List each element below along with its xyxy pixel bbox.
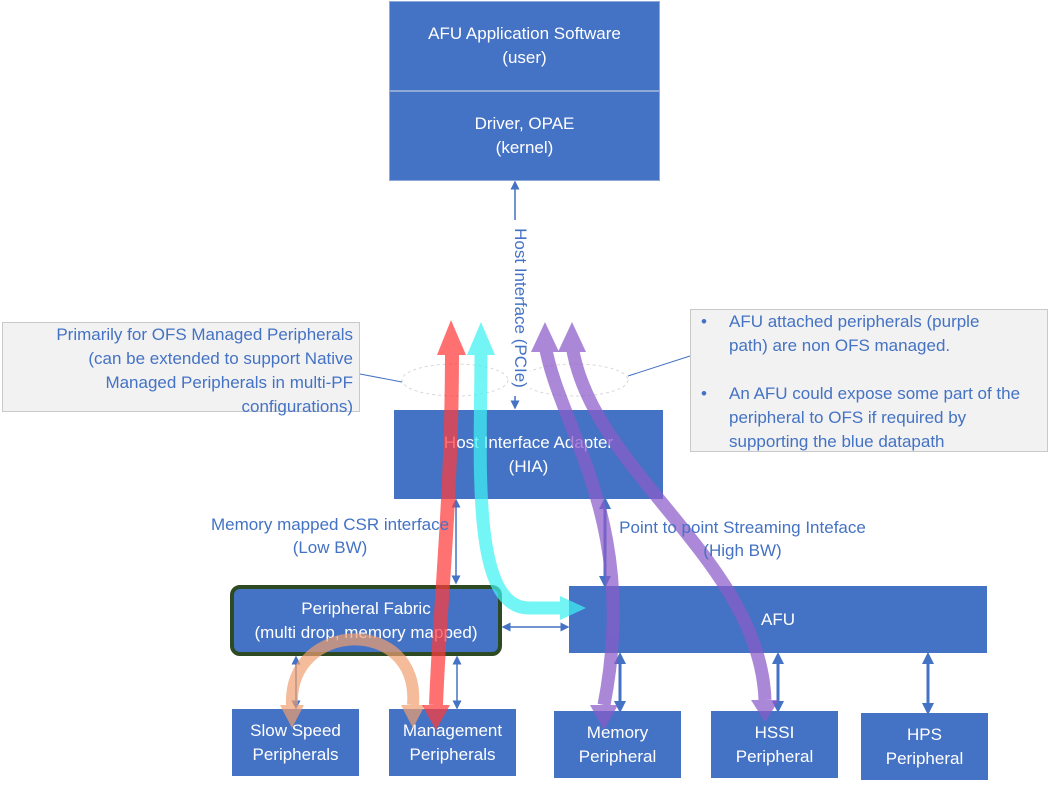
purple-datapath-memory bbox=[531, 322, 620, 730]
item2-line3: supporting the blue datapath bbox=[729, 432, 945, 451]
driver-sub: (kernel) bbox=[495, 138, 554, 157]
bullet-2: • bbox=[701, 384, 707, 403]
slow-speed-title: Slow Speed bbox=[250, 720, 341, 740]
hia-sub: (HIA) bbox=[508, 456, 549, 476]
orange-datapath bbox=[280, 633, 425, 728]
callout-right-item-1: • AFU attached peripherals (purple path)… bbox=[701, 310, 1047, 358]
memory-title: Memory bbox=[586, 722, 649, 742]
streaming-interface-label: Point to point Streaming Inteface (High … bbox=[605, 516, 880, 562]
fabric-title: Peripheral Fabric bbox=[301, 598, 431, 618]
callout-left-line3: Managed Peripherals in multi-PF bbox=[105, 373, 353, 392]
csr-line1: Memory mapped CSR interface bbox=[210, 515, 450, 534]
streaming-line1: Point to point Streaming Inteface bbox=[619, 518, 866, 537]
callout-afu-attached: • AFU attached peripherals (purple path)… bbox=[690, 309, 1048, 452]
item2-line1: An AFU could expose some part of the bbox=[729, 384, 1021, 403]
cyan-datapath bbox=[467, 322, 586, 620]
host-interface-label: Host Interface (PCIe) bbox=[510, 220, 530, 396]
driver-title: Driver, OPAE bbox=[474, 114, 575, 133]
hssi-title: HSSI bbox=[754, 722, 795, 742]
red-datapath bbox=[422, 320, 466, 730]
purple-datapath-hssi bbox=[558, 322, 779, 722]
slow-speed-sub: Peripherals bbox=[252, 744, 339, 764]
hssi-sub: Peripheral bbox=[735, 746, 814, 766]
management-sub: Peripherals bbox=[409, 744, 496, 764]
callout-ofs-managed: Primarily for OFS Managed Peripherals (c… bbox=[2, 322, 360, 416]
app-software-title: AFU Application Software bbox=[428, 24, 621, 43]
callout-left-line2: (can be extended to support Native bbox=[88, 349, 353, 368]
app-software-sub: (user) bbox=[502, 48, 547, 67]
afu-title: AFU bbox=[761, 609, 795, 629]
hssi-peripheral-box: HSSI Peripheral bbox=[711, 711, 838, 778]
callout-right-item-2: • An AFU could expose some part of the p… bbox=[701, 382, 1047, 454]
hps-sub: Peripheral bbox=[885, 748, 964, 768]
memory-sub: Peripheral bbox=[578, 746, 657, 766]
hps-title: HPS bbox=[907, 724, 942, 744]
driver-opae-box: Driver, OPAE (kernel) bbox=[389, 91, 660, 181]
afu-box: AFU bbox=[569, 586, 987, 653]
bullet-1: • bbox=[701, 312, 707, 331]
item1-line1: AFU attached peripherals (purple bbox=[729, 312, 980, 331]
streaming-line2: (High BW) bbox=[703, 541, 782, 560]
hps-peripheral-box: HPS Peripheral bbox=[861, 713, 988, 780]
afu-application-software-box: AFU Application Software (user) bbox=[389, 1, 660, 91]
callout-right-pointer bbox=[627, 355, 691, 377]
fabric-sub: (multi drop, memory mapped) bbox=[254, 622, 478, 642]
csr-line2: (Low BW) bbox=[292, 538, 368, 557]
item1-line2: path) are non OFS managed. bbox=[729, 336, 951, 355]
callout-left-line1: Primarily for OFS Managed Peripherals bbox=[56, 325, 353, 344]
callout-left-pointer bbox=[359, 373, 403, 383]
management-title: Management bbox=[402, 720, 503, 740]
item2-line2: peripheral to OFS if required by bbox=[729, 408, 967, 427]
callout-left-line4: configurations) bbox=[241, 397, 353, 416]
memory-peripheral-box: Memory Peripheral bbox=[554, 711, 681, 778]
csr-interface-label: Memory mapped CSR interface (Low BW) bbox=[200, 513, 460, 559]
